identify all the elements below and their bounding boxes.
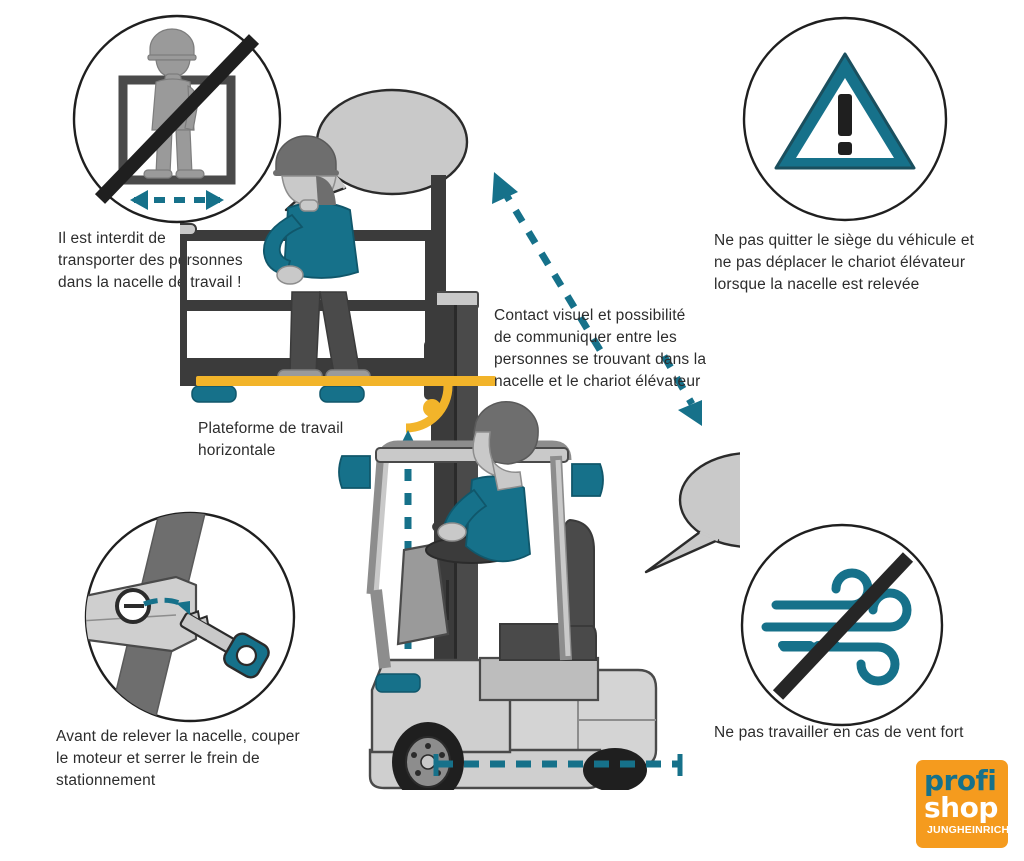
communication-arrow-down [660, 354, 702, 426]
ignition-key-icon [84, 511, 296, 723]
forklift-truck [338, 401, 658, 790]
callout-no-persons-icon [72, 14, 282, 224]
callout-stay-seated-icon [742, 16, 948, 222]
speech-bubble-forklift-driver [644, 452, 740, 574]
caption-no-persons: Il est interdit de transporter des perso… [58, 230, 243, 291]
key-out-arrow-icon [143, 597, 190, 615]
prohibited-wind-icon [740, 523, 944, 727]
warning-triangle-icon [742, 16, 948, 222]
width-arrow-icon [130, 190, 224, 210]
prohibited-person-on-forks-icon [72, 14, 282, 224]
caption-no-wind: Ne pas travailler en cas de vent fort [714, 724, 964, 741]
wheelbase-dimension-line [433, 754, 683, 776]
caption-engine-off: Avant de relever la nacelle, couper le m… [56, 728, 300, 789]
callout-no-wind-icon [740, 523, 944, 727]
logo-shop-text: shop [924, 791, 998, 824]
label-communication: Contact visuel et possibilité de communi… [494, 307, 707, 390]
logo-profi-text: profi [924, 764, 997, 797]
communication-arrow-up [492, 172, 603, 352]
callout-engine-off-icon [84, 511, 296, 723]
horizontal-platform-beam [196, 376, 496, 433]
logo-jungheinrich-text: JUNGHEINRICH [927, 824, 1008, 836]
forklift-with-work-platform-illustration [180, 88, 740, 790]
profishop-logo[interactable]: profi shop JUNGHEINRICH [916, 760, 1008, 848]
label-platform: Plateforme de travail horizontale [198, 420, 344, 459]
caption-stay-seated: Ne pas quitter le siège du véhicule et n… [714, 232, 975, 293]
